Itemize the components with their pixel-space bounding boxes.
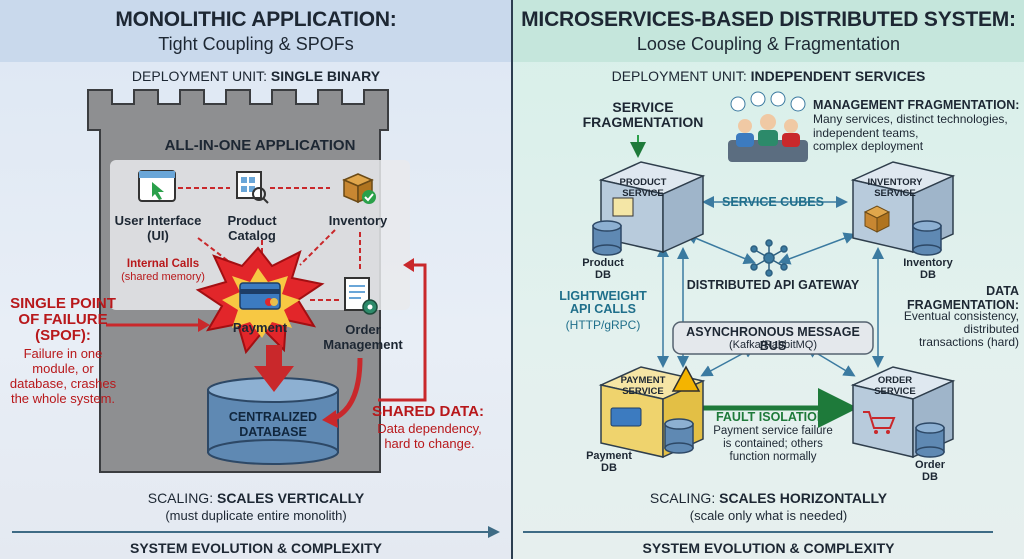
spof-description: Failure in one module, or database, cras… — [9, 346, 117, 406]
product-service-label: PRODUCT SERVICE — [619, 177, 667, 199]
module-payment-label: Payment — [232, 320, 288, 335]
message-bus-note: (Kafka/RabbitMQ) — [728, 339, 818, 351]
message-bus-label: ASYNCHRONOUS MESSAGE BUS — [686, 325, 860, 353]
microservices-deployment: DEPLOYMENT UNIT: INDEPENDENT SERVICES — [611, 68, 926, 84]
module-order-label: Order Management — [323, 322, 403, 352]
fault-isolation-title: FAULT ISOLATION: — [715, 410, 831, 424]
order-service-label: ORDER SERVICE — [874, 375, 916, 397]
ui-window-icon — [138, 170, 176, 202]
microservices-diagram — [523, 91, 993, 533]
monolith-deployment: DEPLOYMENT UNIT: SINGLE BINARY — [131, 68, 381, 84]
inventory-service-label: INVENTORY SERVICE — [867, 177, 923, 199]
monolith-header: MONOLITHIC APPLICATION: Tight Coupling &… — [0, 0, 512, 62]
warning-triangle — [671, 365, 701, 392]
microservices-footer: SYSTEM EVOLUTION & COMPLEXITY — [642, 540, 895, 556]
lightweight-api-note: (HTTP/gRPC) — [565, 318, 641, 332]
module-ui-label: User Interface (UI) — [114, 213, 202, 243]
panel-divider — [511, 0, 513, 559]
microservices-title: MICROSERVICES-BASED DISTRIBUTED SYSTEM: — [521, 8, 1016, 31]
microservices-header: MICROSERVICES-BASED DISTRIBUTED SYSTEM: … — [513, 0, 1024, 62]
service-fragmentation-label: SERVICE FRAGMENTATION — [582, 99, 704, 130]
monolith-footer: SYSTEM EVOLUTION & COMPLEXITY — [129, 540, 383, 556]
service-cubes-label: SERVICE CUBES — [722, 195, 824, 209]
module-catalog-label: Product Catalog — [227, 213, 277, 243]
spof-title: SINGLE POINT OF FAILURE (SPOF): — [10, 295, 116, 344]
order-document-icon — [344, 277, 378, 315]
centralized-database-label: CENTRALIZED DATABASE — [228, 410, 318, 439]
microservices-scaling-note: (scale only what is needed) — [689, 508, 848, 523]
microservices-subtitle: Loose Coupling & Fragmentation — [636, 34, 901, 54]
all-in-one-title: ALL-IN-ONE APPLICATION — [164, 137, 356, 154]
payment-service-label: PAYMENT SERVICE — [620, 375, 666, 397]
monolith-scaling-note: (must duplicate entire monolith) — [165, 508, 347, 523]
api-gateway-label: DISTRIBUTED API GATEWAY — [686, 278, 860, 292]
api-gateway-hub — [750, 239, 788, 277]
monolith-title: MONOLITHIC APPLICATION: — [115, 8, 397, 31]
catalog-icon — [236, 171, 269, 204]
data-fragmentation-title: DATA FRAGMENTATION: — [906, 284, 1019, 312]
management-fragmentation-title: MANAGEMENT FRAGMENTATION: — [813, 98, 1020, 112]
monolith-subtitle: Tight Coupling & SPOFs — [158, 34, 354, 54]
product-db-label: Product DB — [582, 257, 624, 281]
internal-calls-label: Internal Calls — [126, 258, 200, 270]
payment-db-label: Payment DB — [586, 450, 632, 474]
microservices-panel: MICROSERVICES-BASED DISTRIBUTED SYSTEM: … — [513, 0, 1024, 559]
inventory-db-label: Inventory DB — [903, 257, 953, 281]
management-fragmentation-body: Many services, distinct technologies, in… — [813, 112, 1008, 153]
shared-data-description: Data dependency, hard to change. — [377, 421, 482, 451]
castle-illustration — [12, 89, 500, 538]
data-fragmentation-body: Eventual consistency, distributed transa… — [903, 309, 1019, 349]
order-db-label: Order DB — [915, 459, 945, 483]
microservices-scaling: SCALING: SCALES HORIZONTALLY — [649, 490, 888, 506]
payment-card-icon — [239, 282, 281, 310]
inventory-box-icon — [342, 173, 376, 204]
lightweight-api-title: LIGHTWEIGHT API CALLS — [559, 289, 647, 316]
module-inventory-label: Inventory — [328, 213, 388, 228]
fault-isolation-body: Payment service failure is contained; ot… — [713, 425, 833, 463]
shared-data-title: SHARED DATA: — [372, 403, 484, 420]
centralized-database-shape — [207, 377, 339, 465]
team-people-icon — [728, 91, 808, 162]
shared-memory-label: (shared memory) — [121, 271, 205, 283]
monolith-panel: MONOLITHIC APPLICATION: Tight Coupling &… — [0, 0, 512, 559]
monolith-scaling: SCALING: SCALES VERTICALLY — [147, 490, 365, 506]
